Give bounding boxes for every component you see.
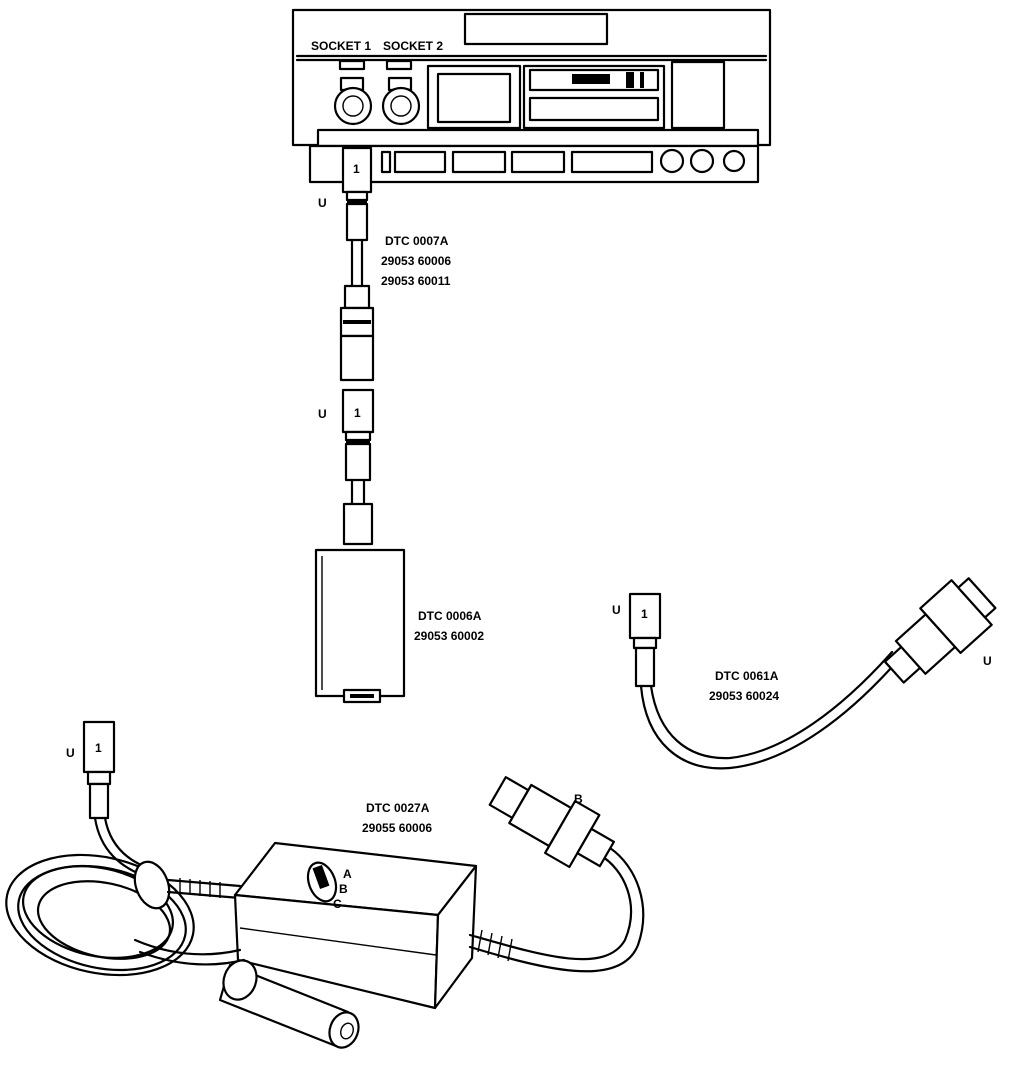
socket-2-label: SOCKET 2 xyxy=(383,39,443,53)
socket-2[interactable] xyxy=(381,76,421,126)
barrel-plug[interactable] xyxy=(133,938,363,1052)
selector-switch[interactable] xyxy=(303,859,341,905)
pin-label: 1 xyxy=(353,162,360,176)
switch-pos-c: C xyxy=(333,897,342,911)
cable-dtc0027a: 1 xyxy=(5,720,645,1052)
pin-label: 1 xyxy=(354,406,361,420)
switch-pos-b: B xyxy=(339,882,348,896)
plug-u-tag: U xyxy=(318,407,327,421)
cable-dtc0061a: 1 xyxy=(628,571,1002,770)
pin-label: 1 xyxy=(641,607,648,621)
adapter-dtc0006a: 1 xyxy=(314,388,406,704)
dtc0027a-part-1: 29055 60006 xyxy=(362,821,432,835)
socket-1[interactable] xyxy=(333,76,373,126)
dtc0006a-name: DTC 0006A xyxy=(418,609,482,623)
d-sub-connector-b[interactable] xyxy=(483,765,622,880)
pin-label: 1 xyxy=(95,741,102,755)
coupler-socket xyxy=(339,334,375,382)
dtc0061a-part-1: 29053 60024 xyxy=(709,689,779,703)
top-display-panel xyxy=(463,12,609,46)
cable-dtc0007a: 1 xyxy=(339,146,375,382)
socket-1-label: SOCKET 1 xyxy=(311,39,371,53)
dtc0007a-part-1: 29053 60006 xyxy=(381,254,451,268)
plug-u-tag: U xyxy=(612,603,621,617)
side-panel xyxy=(670,60,726,130)
dtc0027a-name: DTC 0027A xyxy=(366,801,430,815)
dtc0007a-name: DTC 0007A xyxy=(385,234,449,248)
dtc0006a-part-1: 29053 60002 xyxy=(414,629,484,643)
coiled-cable xyxy=(5,853,195,977)
switch-pos-a: A xyxy=(343,867,352,881)
tester-unit: SOCKET 1 SOCKET 2 xyxy=(291,8,772,184)
d-sub-connector-u[interactable] xyxy=(874,571,1002,695)
plug-u-tag: U xyxy=(983,654,992,668)
plug-u-tag: U xyxy=(318,196,327,210)
plug-b-tag: B xyxy=(574,792,583,806)
plug-u-tag: U xyxy=(66,746,75,760)
dtc0061a-name: DTC 0061A xyxy=(715,669,779,683)
dtc0007a-part-2: 29053 60011 xyxy=(381,274,451,288)
adapter-box xyxy=(314,548,406,698)
switch-box: A B C xyxy=(233,841,478,1010)
